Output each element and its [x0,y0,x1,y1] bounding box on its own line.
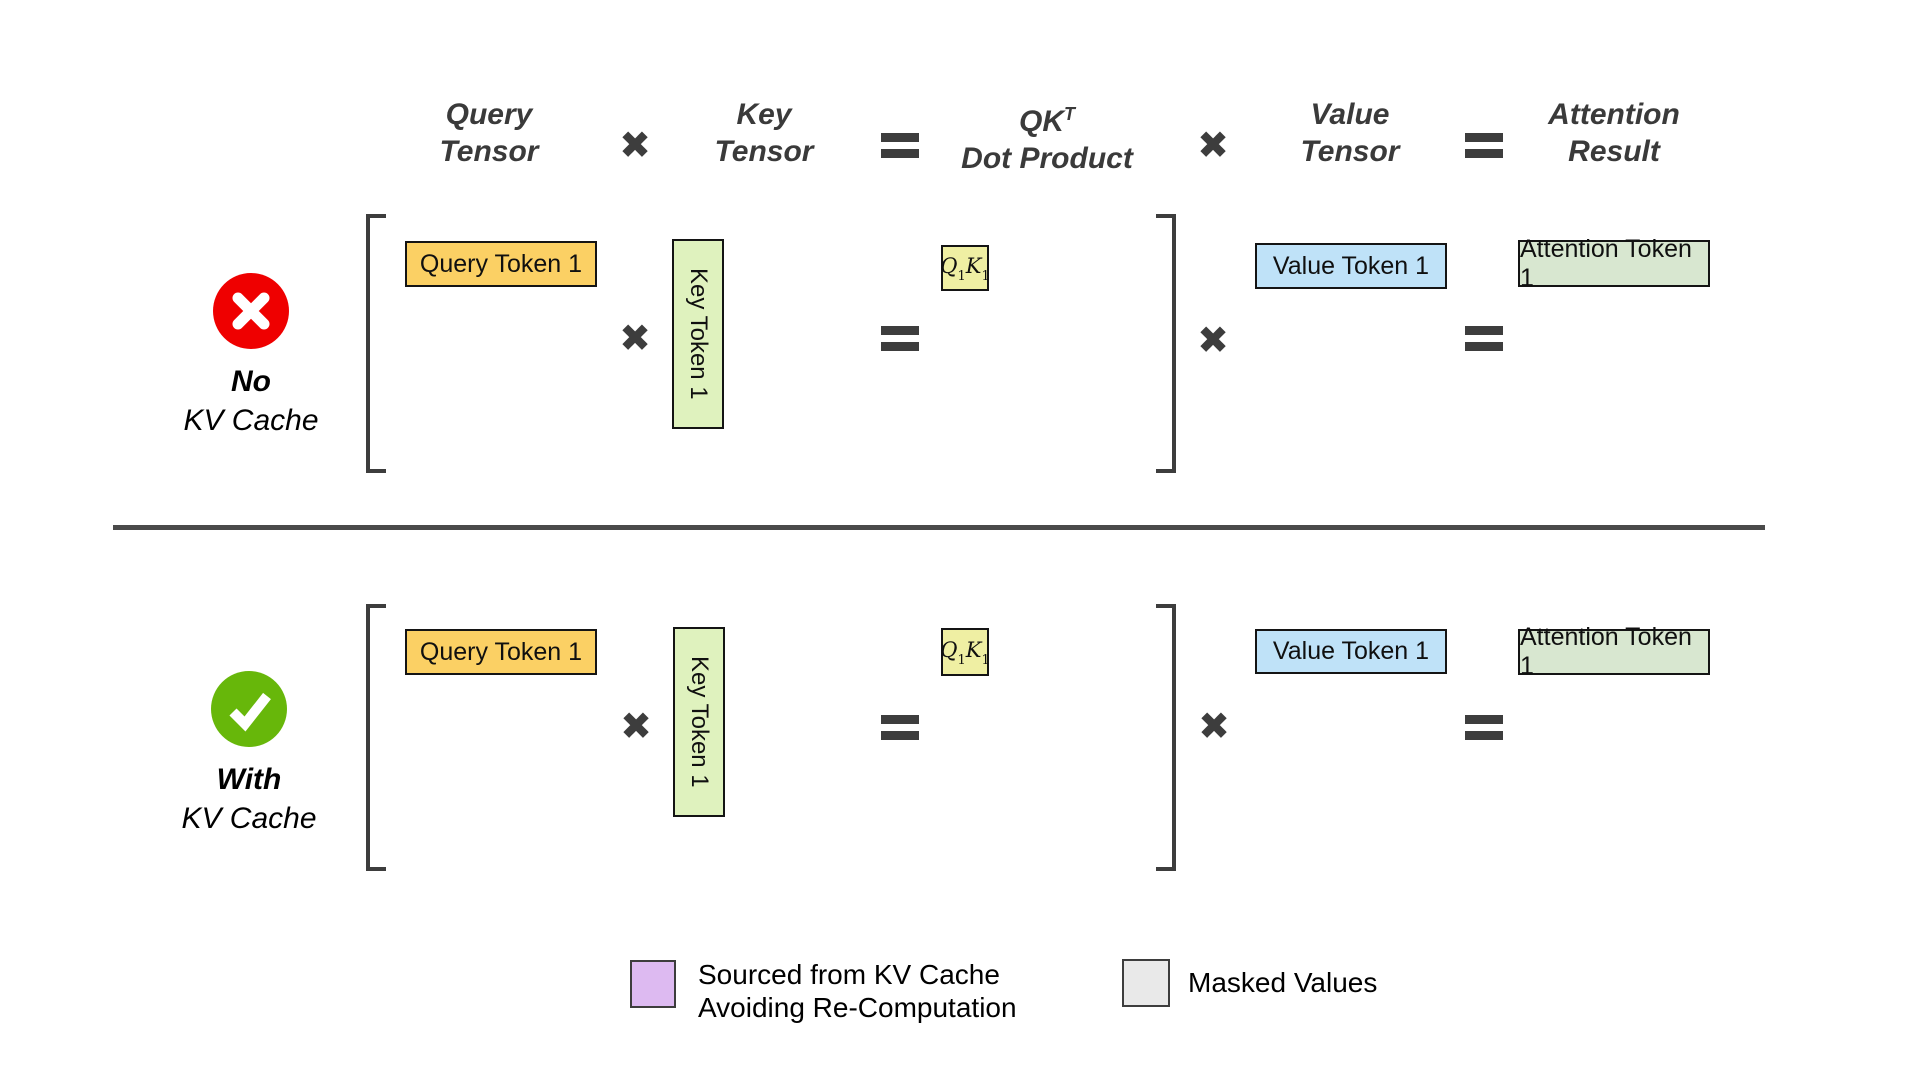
equals-icon [881,133,919,158]
query-token-box: Query Token 1 [405,629,597,675]
header-attention-result: Attention Result [1464,96,1764,170]
header-line: QKT [1019,104,1075,138]
header-line: Key [736,98,792,131]
legend-kv-cache-label: Sourced from KV Cache Avoiding Re-Comput… [698,958,1017,1024]
key-token-box: Key Token 1 [672,239,724,429]
multiply-icon: ✖ [620,705,652,748]
multiply-icon: ✖ [619,124,651,167]
qk-dot-product-label: Q1K1 [940,637,990,669]
row-label-no-kv-cache: No KV Cache [131,362,371,440]
header-line: Value [1310,98,1390,131]
close-bracket-icon [1156,214,1176,473]
equals-icon [881,715,919,740]
value-token-label: Value Token 1 [1272,637,1430,665]
close-bracket-icon [1156,604,1176,871]
equals-icon [881,326,919,351]
attention-token-label: Attention Token 1 [1520,623,1692,680]
legend-line: Masked Values [1188,967,1378,998]
key-token-label: Key Token 1 [686,656,713,788]
row-label-with-kv-cache: With KV Cache [129,760,369,838]
header-line: Attention [1548,98,1680,131]
multiply-icon: ✖ [619,317,651,360]
row-label-line1: With [216,763,282,796]
masked-values-swatch [1122,959,1170,1007]
equals-icon [1465,326,1503,351]
query-token-label: Query Token 1 [419,249,583,278]
multiply-icon: ✖ [1197,319,1229,362]
header-line: Result [1568,135,1660,168]
query-token-label: Query Token 1 [419,637,583,666]
legend-masked-values-label: Masked Values [1188,966,1377,999]
header-key-tensor: Key Tensor [614,96,914,170]
header-line: Tensor [1300,135,1400,168]
value-token-box: Value Token 1 [1255,629,1447,674]
open-bracket-icon [366,214,386,473]
attention-token-box: Attention Token 1 [1518,623,1710,680]
equals-icon [1465,715,1503,740]
legend-line: Sourced from KV Cache [698,959,1000,990]
header-query-tensor: Query Tensor [339,96,639,170]
attention-token-box: Attention Token 1 [1518,235,1710,292]
equals-icon [1465,133,1503,158]
kv-cache-swatch [630,960,676,1008]
value-token-box: Value Token 1 [1255,243,1447,289]
qk-dot-product-box: Q1K1 [940,245,990,291]
section-divider [113,525,1765,530]
header-line: Dot Product [961,142,1133,175]
row-label-line2: KV Cache [181,802,317,835]
qk-dot-product-label: Q1K1 [940,253,990,285]
header-value-tensor: Value Tensor [1200,96,1500,170]
open-bracket-icon [366,604,386,871]
check-icon [211,671,287,747]
row-label-line1: No [231,365,271,398]
query-token-box: Query Token 1 [405,241,597,287]
value-token-label: Value Token 1 [1272,251,1430,280]
multiply-icon: ✖ [1197,124,1229,167]
key-token-label: Key Token 1 [685,268,712,400]
header-line: Query [445,98,533,131]
header-line: Tensor [439,135,539,168]
qk-dot-product-box: Q1K1 [940,628,990,676]
attention-token-label: Attention Token 1 [1520,234,1692,292]
cross-icon [213,273,289,349]
row-label-line2: KV Cache [183,404,319,437]
legend-line: Avoiding Re-Computation [698,992,1017,1023]
header-line: Tensor [714,135,814,168]
header-qkt-dot-product: QKT Dot Product [897,96,1197,177]
multiply-icon: ✖ [1198,705,1230,748]
key-token-box: Key Token 1 [673,627,725,817]
